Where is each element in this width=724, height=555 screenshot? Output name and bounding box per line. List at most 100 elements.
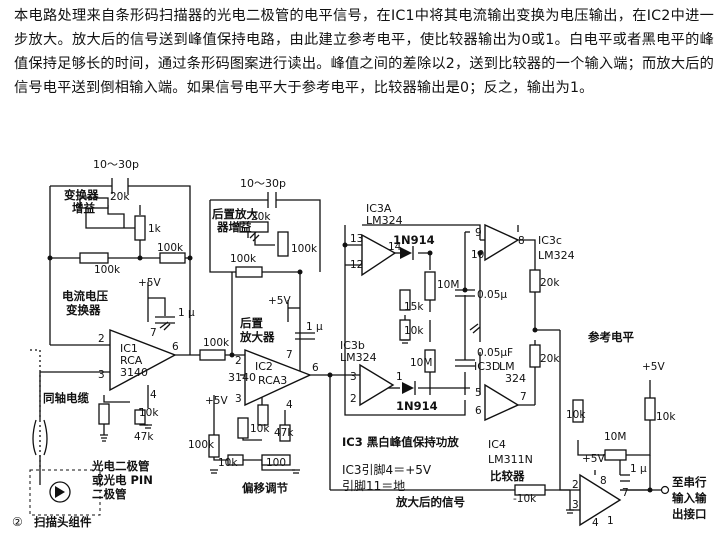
resistor xyxy=(227,454,244,466)
comparator-label-2: LM311N xyxy=(488,453,533,466)
pin-ic1-4: 4 xyxy=(150,389,157,401)
pin-ic3b-2: 2 xyxy=(350,393,357,405)
labels: 10～30p 10～30p 变换器 增益 后置放大 器增益 电流电压 变换器 后… xyxy=(12,158,707,529)
coax-cable xyxy=(30,349,48,485)
c1u-c-value: 1 μ xyxy=(630,463,647,475)
ic-labels: IC1 RCA 3140 IC2 3140 RCA3 IC3A LM324 IC… xyxy=(120,202,575,387)
cap-c1-label: 10～30p xyxy=(93,158,139,171)
c1u-b-value: 1 μ xyxy=(306,321,323,333)
photodiode-label-3: 二极管 xyxy=(92,487,127,501)
r20k-c-value: 20k xyxy=(540,277,560,289)
capacitors xyxy=(111,178,630,482)
resistor xyxy=(79,252,109,264)
output-port-label-1: 至串行 xyxy=(672,475,707,489)
pin-ic3c-8: 8 xyxy=(518,235,525,247)
ic3d-label-3: 324 xyxy=(505,372,526,385)
post-amp-label-1: 后置 xyxy=(240,316,263,330)
vcc-2: +5V xyxy=(268,295,291,307)
resistor xyxy=(399,289,411,311)
resistor xyxy=(237,417,249,439)
resistor xyxy=(257,404,269,426)
r10k-e-value: 10k xyxy=(566,409,586,421)
resistor xyxy=(529,344,541,368)
ic2-amp xyxy=(244,348,312,407)
amplified-signal-label: 放大后的信号 xyxy=(395,495,465,509)
ic-note-2: 引脚11＝地 xyxy=(342,478,405,493)
r47k-a-value: 47k xyxy=(134,431,154,443)
pin-ic2-3: 3 xyxy=(235,393,242,405)
r20k-d-value: 20k xyxy=(540,353,560,365)
r100k-d-value: 100k xyxy=(291,243,318,255)
r10k-b-value: 10k xyxy=(250,423,270,435)
pin-ic4-8: 8 xyxy=(600,475,607,487)
resistor xyxy=(79,197,109,209)
pin-ic3b-1: 1 xyxy=(396,371,403,383)
resistor xyxy=(572,399,584,423)
vcc-3: +5V xyxy=(205,395,228,407)
ic3c-label-1: IC3c xyxy=(538,234,562,247)
resistor xyxy=(604,449,627,461)
resistor xyxy=(159,252,186,264)
ic3b-label-2: LM324 xyxy=(340,351,377,364)
pin-ic3a-14: 14 xyxy=(388,241,402,253)
d1-label: 1N914 xyxy=(393,233,435,247)
c005a-value: 0.05μ xyxy=(477,289,507,301)
pin-ic3d-6: 6 xyxy=(475,405,482,417)
pin-ic2-7: 7 xyxy=(286,349,293,361)
r10m-b-value: 10M xyxy=(410,357,432,369)
c1u-a-value: 1 μ xyxy=(178,307,195,319)
ic3b-label-1: IC3b xyxy=(340,339,365,352)
output-port-label-2: 输入输 xyxy=(672,491,707,505)
r10k-d-value: 10k xyxy=(404,325,424,337)
ic3a-label-1: IC3A xyxy=(366,202,392,215)
r20k-a-value: 20k xyxy=(110,191,130,203)
pin-ic4-2: 2 xyxy=(572,479,579,491)
vcc-4: +5V xyxy=(642,361,665,373)
r100-value: 100 xyxy=(266,457,286,469)
resistor xyxy=(424,271,436,301)
iv-converter-label-2: 变换器 xyxy=(66,303,101,317)
r100k-f-value: 100k xyxy=(188,439,215,451)
pin-ic3d-7: 7 xyxy=(520,391,527,403)
pin-ic4-4: 4 xyxy=(592,517,599,529)
conv-gain-label-2: 增益 xyxy=(72,201,95,215)
resistor xyxy=(424,349,436,373)
ic1-label-3: 3140 xyxy=(120,366,148,379)
description-text: 本电路处理来自条形码扫描器的光电二极管的电平信号，在IC1中将其电流输出变换为电… xyxy=(14,8,714,96)
junctions xyxy=(47,242,653,493)
r15k-value: 15k xyxy=(404,301,424,313)
resistor xyxy=(239,221,269,233)
r47k-b-value: 47k xyxy=(274,427,294,439)
diode-d1 xyxy=(400,247,412,259)
pin-ic1-2: 2 xyxy=(98,333,105,345)
ic1-amp xyxy=(109,328,177,392)
r100k-e-value: 100k xyxy=(230,253,257,265)
post-gain-label-1: 后置放大 xyxy=(212,207,258,221)
ic3d-label-2: LM xyxy=(499,360,515,373)
ic1-label-2: RCA xyxy=(120,354,143,367)
r10k-f-value: 10k xyxy=(656,411,676,423)
output-port-label-3: 出接口 xyxy=(672,507,707,521)
r100k-a-value: 100k xyxy=(157,242,184,254)
pin-ic4-7: 7 xyxy=(622,487,629,499)
pin-ic1-3: 3 xyxy=(98,369,105,381)
post-amp-label-2: 放大器 xyxy=(239,330,275,344)
resistor xyxy=(279,424,291,442)
resistor xyxy=(134,409,146,425)
pin-ic3c-9: 9 xyxy=(475,227,482,239)
coax-label: 同轴电缆 xyxy=(43,391,89,405)
pin-ic2-2: 2 xyxy=(235,355,242,367)
op-amps xyxy=(109,223,622,527)
r20k-b-value: 20k xyxy=(251,211,271,223)
iv-converter-label-1: 电流电压 xyxy=(62,289,108,303)
scan-head-label: 扫描头组件 xyxy=(34,515,92,529)
ic3d-amp xyxy=(484,383,520,422)
pin-ic2-4: 4 xyxy=(286,399,293,411)
pin-ic4-1: 1 xyxy=(607,515,614,527)
ground-symbols xyxy=(100,231,574,514)
pin-ic4-3: 3 xyxy=(572,499,579,511)
pin-ic3a-13: 13 xyxy=(350,233,363,245)
r1k-value: 1k xyxy=(148,223,162,235)
offset-adjust-label: 偏移调节 xyxy=(242,481,288,495)
